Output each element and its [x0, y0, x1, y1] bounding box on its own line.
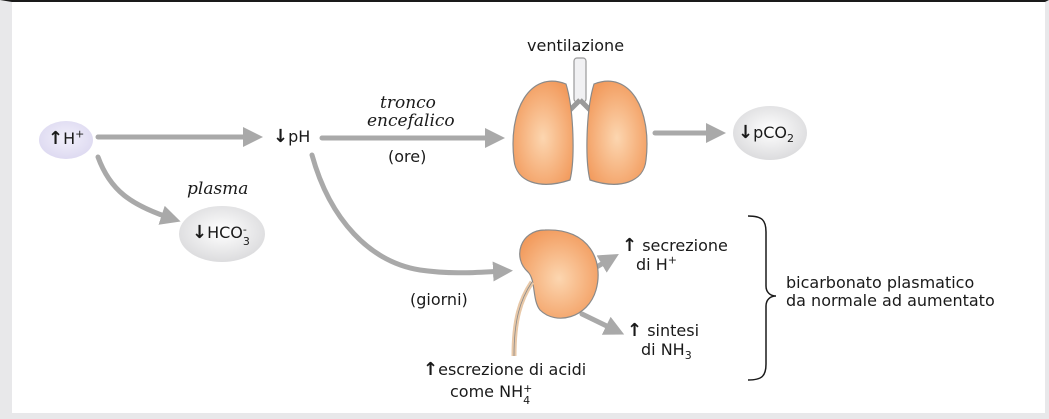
down-arrow-icon: ↓ — [192, 222, 207, 243]
secrezione-label: ↑ secrezione — [622, 237, 728, 255]
ph-label: pH — [288, 127, 310, 146]
lungs-icon — [513, 58, 647, 184]
sintesi-text: sintesi — [647, 321, 699, 340]
up-arrow-icon: ↑ — [423, 359, 438, 380]
kidney-icon — [514, 230, 598, 356]
pco2-node: ↓pCO2 — [738, 124, 794, 142]
di-h-base: di H — [636, 255, 668, 274]
hco3-subscript: 3 — [243, 233, 250, 251]
di-nh3-base: di NH — [641, 340, 685, 359]
escrezione-label: ↑escrezione di acidi — [423, 361, 586, 379]
hco3-base: HCO — [207, 223, 243, 242]
up-arrow-icon: ↑ — [622, 235, 637, 256]
di-h-charge: + — [668, 254, 677, 267]
come-nh4-subscript: 4 — [523, 392, 530, 410]
up-arrow-icon: ↑ — [627, 320, 642, 341]
encefalico-label: encefalico — [367, 112, 455, 130]
bicarbonato-line2: da normale ad aumentato — [786, 292, 995, 310]
plasma-label: plasma — [187, 180, 248, 198]
arrow-kidney-to-sintesi — [582, 314, 617, 331]
ore-label: (ore) — [388, 148, 426, 166]
di-nh3-subscript: 3 — [685, 349, 692, 362]
pco2-subscript: 2 — [787, 132, 794, 145]
come-nh4-label: come NH+4 — [450, 383, 532, 401]
h-plus-base: H — [63, 129, 75, 148]
arrow-ph-to-kidney — [312, 155, 505, 273]
escrezione-text: escrezione di acidi — [438, 360, 586, 379]
come-nh4-base: come NH — [450, 382, 523, 401]
sintesi-label: ↑ sintesi — [627, 322, 699, 340]
h-plus-node: ↑H+ — [48, 130, 84, 148]
down-arrow-icon: ↓ — [273, 126, 288, 147]
ph-node: ↓pH — [273, 128, 310, 146]
ventilazione-label: ventilazione — [527, 37, 624, 55]
giorni-label: (giorni) — [410, 291, 468, 309]
hco3-node: ↓HCO-3 — [192, 224, 252, 242]
up-arrow-icon: ↑ — [48, 128, 63, 149]
secrezione-text: secrezione — [642, 236, 728, 255]
bicarbonato-line1: bicarbonato plasmatico — [786, 274, 974, 292]
h-plus-charge: + — [75, 128, 84, 141]
di-h-label: di H+ — [636, 256, 677, 274]
arrow-h-to-hco3 — [98, 157, 173, 219]
down-arrow-icon: ↓ — [738, 122, 753, 143]
di-nh3-label: di NH3 — [641, 341, 692, 359]
brace-icon — [748, 216, 776, 380]
pco2-base: pCO — [753, 123, 787, 142]
tronco-label: tronco — [380, 94, 436, 112]
